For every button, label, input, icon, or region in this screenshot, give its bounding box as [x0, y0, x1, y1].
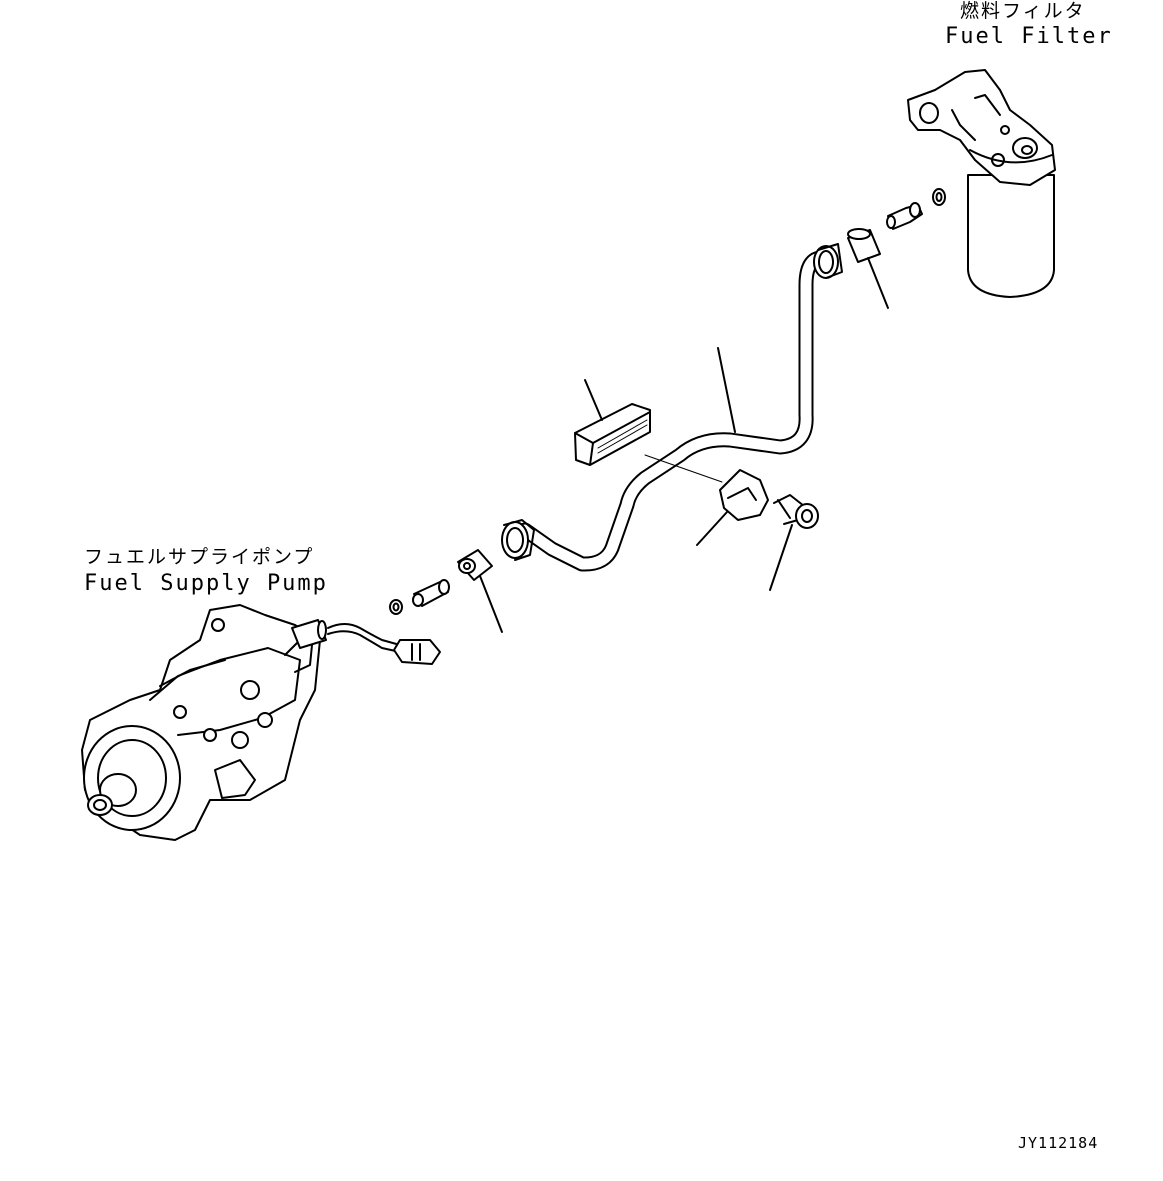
clamp-bolt — [774, 495, 818, 528]
pump-sensor-harness — [292, 620, 440, 664]
assembly-center-line — [645, 455, 722, 482]
fuel-filter-label-jp: 燃料フィルタ — [960, 0, 1086, 22]
tube-clamp-block — [575, 404, 650, 465]
filter-o-ring — [933, 189, 945, 205]
leader-pump-spacer — [480, 576, 502, 632]
pump-o-ring — [390, 600, 402, 614]
filter-connector — [887, 203, 922, 229]
leader-clamp-block — [585, 380, 602, 420]
leader-fuel-tube — [718, 348, 735, 432]
drawing-id: JY112184 — [1018, 1134, 1099, 1152]
leader-bolt — [770, 525, 792, 590]
fuel-supply-pump-label-jp: フュエルサプライポンプ — [84, 546, 315, 568]
leader-filter-spacer — [868, 258, 888, 308]
fuel-supply-pump-label-en: Fuel Supply Pump — [84, 571, 328, 596]
tube-clamp — [720, 470, 768, 520]
fuel-tube — [502, 244, 842, 564]
filter-side-spacer — [848, 229, 880, 262]
fuel-supply-pump — [82, 605, 320, 840]
pump-connector — [413, 580, 449, 606]
fuel-filter — [908, 70, 1055, 297]
fuel-filter-label-en: Fuel Filter — [945, 24, 1113, 49]
pump-side-spacer — [458, 550, 492, 580]
leader-clamp — [697, 512, 727, 545]
